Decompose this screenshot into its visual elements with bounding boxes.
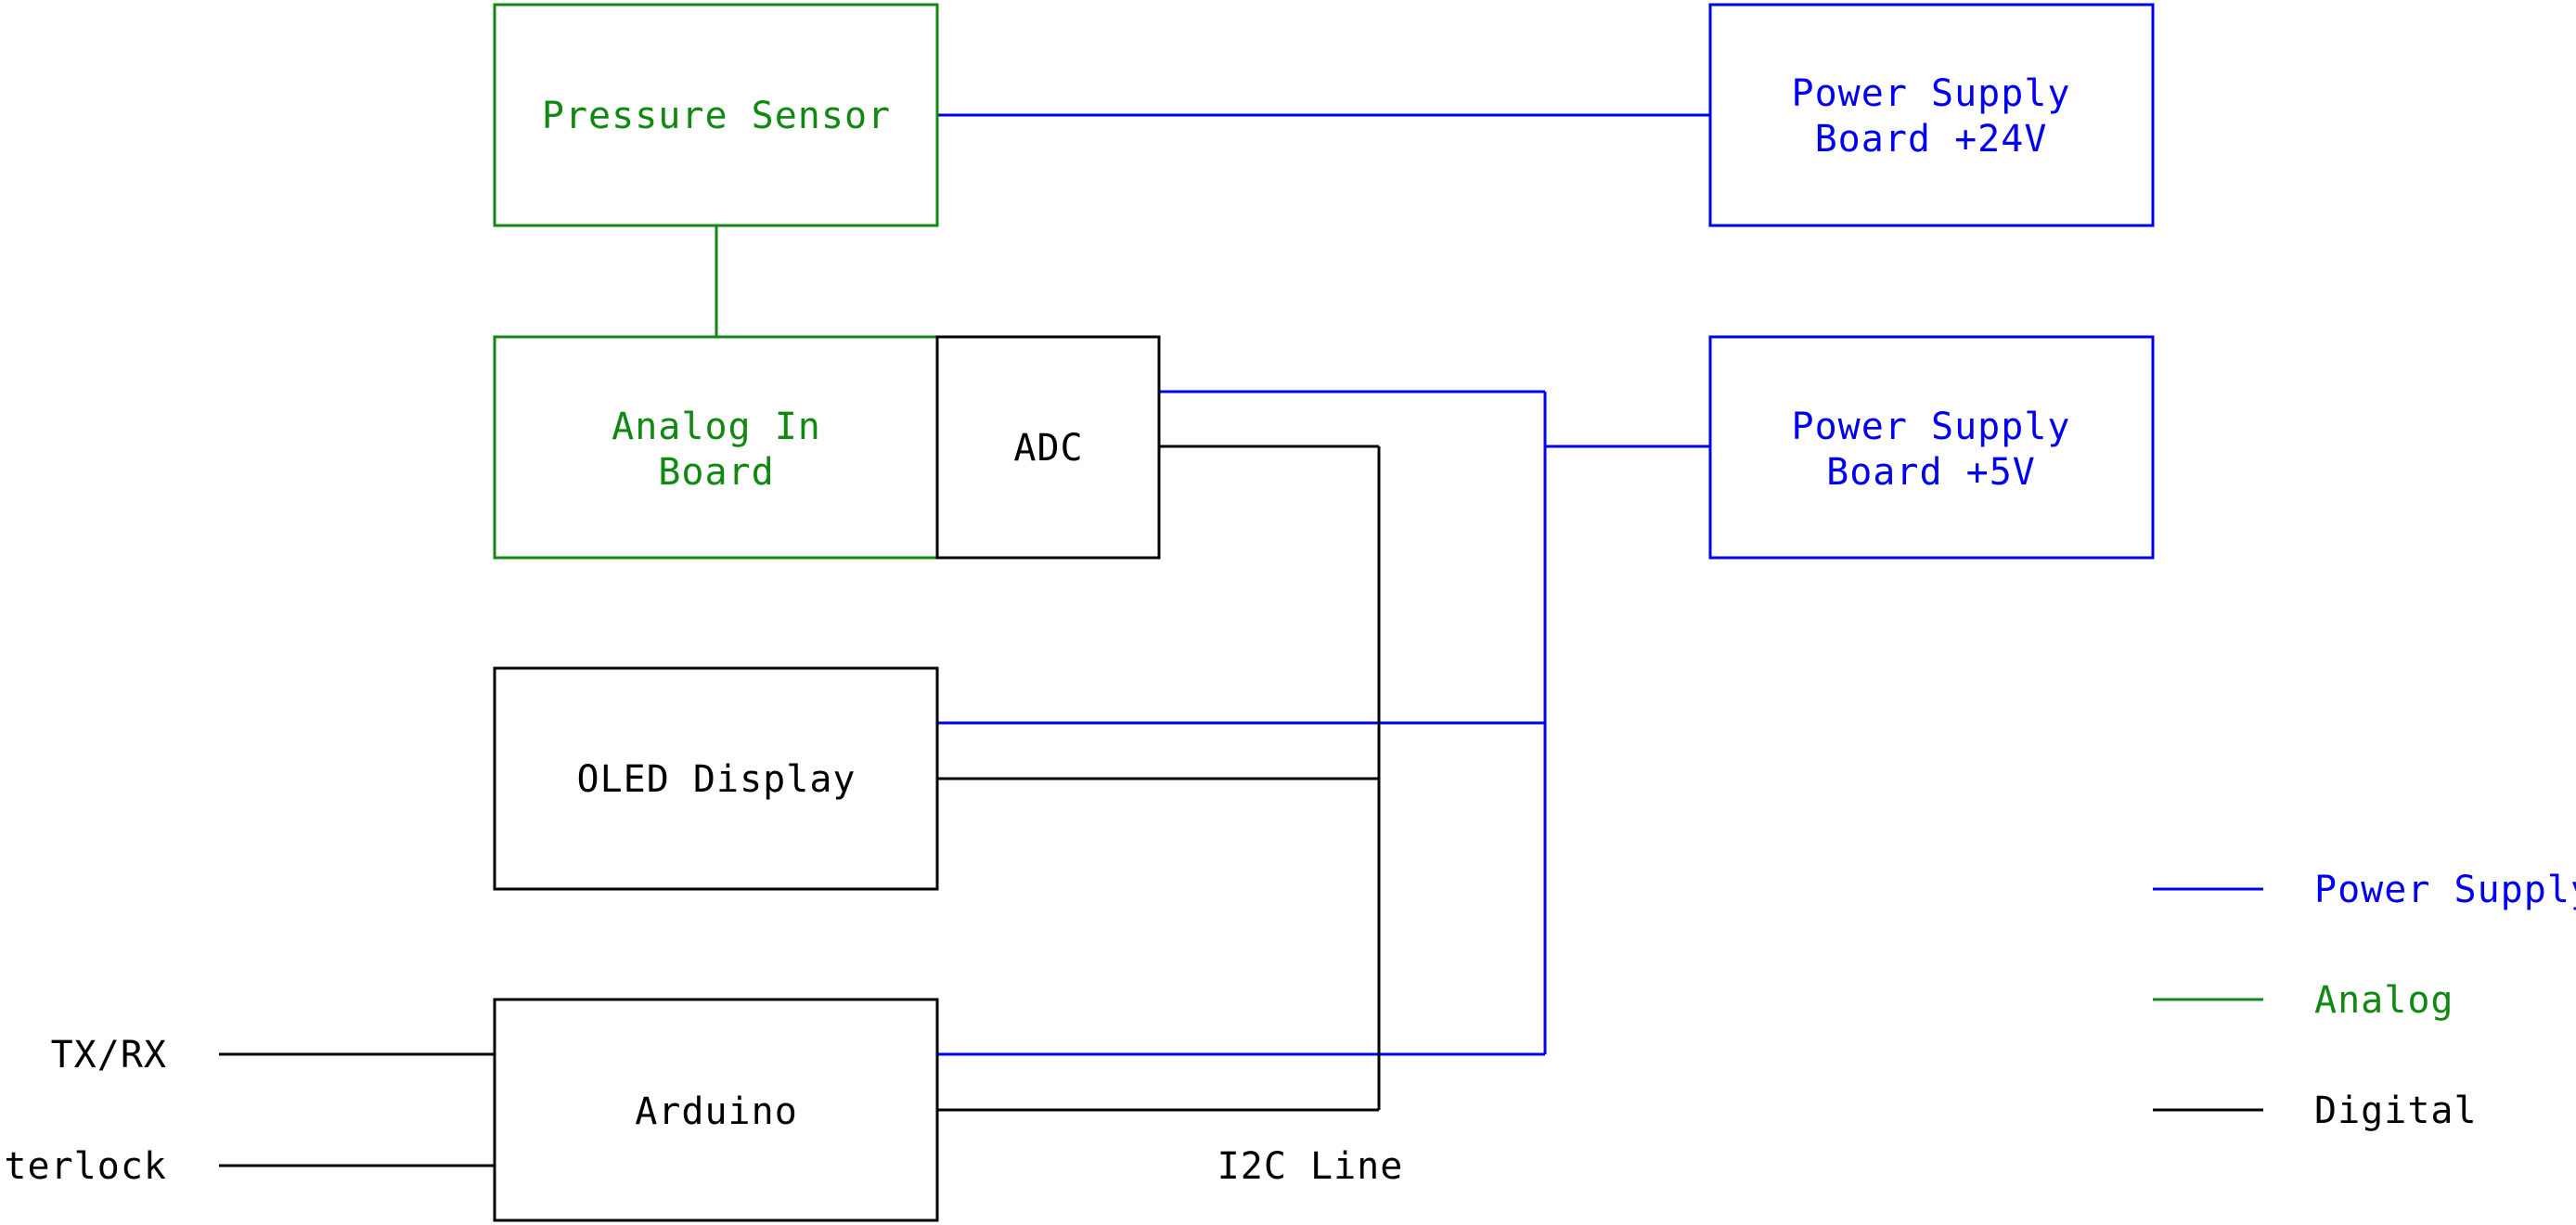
- pressure-sensor-block: Pressure Sensor: [493, 3, 939, 227]
- power-supply-wires: [937, 113, 1710, 1056]
- analog-in-board-label-line2: Board: [658, 451, 774, 494]
- power-supply-5v-label-line1: Power Supply: [1792, 406, 2071, 448]
- analog-in-board-label-line1: Analog In: [612, 406, 821, 448]
- arduino-label: Arduino: [635, 1090, 798, 1133]
- pressure-sensor-label: Pressure Sensor: [542, 95, 891, 137]
- oled-display-block: OLED Display: [493, 666, 939, 891]
- legend-label-power-supply: Power Supply: [2314, 869, 2576, 911]
- power-supply-5v-label-line2: Board +5V: [1826, 451, 2036, 494]
- interlock-label: Interlock: [0, 1145, 167, 1188]
- adc-block: ADC: [935, 335, 1161, 560]
- arduino-box: [493, 998, 939, 1222]
- power-supply-24v-label-line2: Board +24V: [1815, 118, 2048, 161]
- txrx-label: TX/RX: [51, 1034, 167, 1077]
- legend-item-digital: Digital: [2153, 1090, 2478, 1132]
- power-supply-24v-block: Power Supply Board +24V: [1708, 3, 2155, 227]
- adc-label: ADC: [1013, 427, 1083, 470]
- power-supply-24v-box: [1708, 3, 2155, 227]
- legend-label-analog: Analog: [2314, 979, 2454, 1022]
- arduino-block: Arduino: [493, 998, 939, 1222]
- pressure-sensor-box: [493, 3, 939, 227]
- legend-item-analog: Analog: [2153, 979, 2454, 1022]
- legend: Power Supply Analog Digital: [2153, 869, 2576, 1132]
- i2c-line-label: I2C Line: [1217, 1145, 1404, 1188]
- power-supply-24v-label-line1: Power Supply: [1792, 72, 2071, 115]
- power-supply-5v-block: Power Supply Board +5V: [1708, 335, 2155, 560]
- oled-display-box: [493, 666, 939, 891]
- digital-wires: [219, 445, 1381, 1167]
- adc-box: [935, 335, 1161, 560]
- legend-label-digital: Digital: [2314, 1090, 2478, 1132]
- power-supply-5v-box: [1708, 335, 2155, 560]
- legend-item-power-supply: Power Supply: [2153, 869, 2576, 911]
- oled-display-label: OLED Display: [577, 758, 857, 801]
- analog-in-board-block: Analog In Board: [493, 335, 939, 560]
